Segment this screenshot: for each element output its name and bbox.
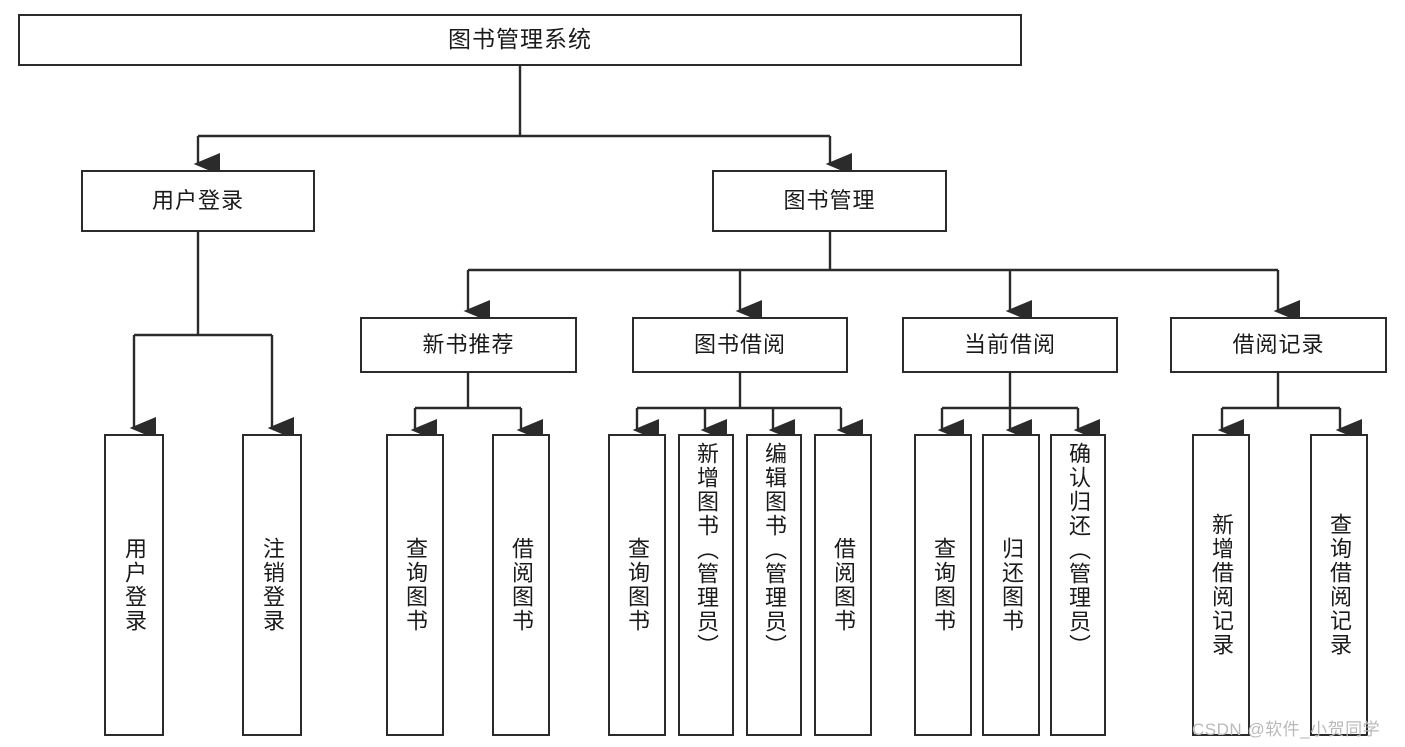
node-leaf-user-login[interactable]: 用户登录 bbox=[104, 434, 164, 736]
node-leaf-cur-query[interactable]: 查询图书 bbox=[914, 434, 972, 736]
node-label: 用户登录 bbox=[151, 187, 244, 213]
node-leaf-borrow-add[interactable]: 新增图书（管理员） bbox=[678, 434, 734, 736]
node-label: 编辑图书（管理员） bbox=[762, 442, 787, 658]
node-new-book-rec[interactable]: 新书推荐 bbox=[360, 317, 577, 373]
node-label: 查询图书 bbox=[625, 537, 650, 633]
node-leaf-borrow-query[interactable]: 查询图书 bbox=[608, 434, 666, 736]
node-label: 查询图书 bbox=[931, 537, 956, 633]
node-root[interactable]: 图书管理系统 bbox=[18, 14, 1022, 66]
node-label: 新增图书（管理员） bbox=[694, 442, 719, 658]
node-leaf-cur-return[interactable]: 归还图书 bbox=[982, 434, 1040, 736]
node-label: 当前借阅 bbox=[963, 331, 1056, 357]
node-label: 图书管理系统 bbox=[448, 26, 592, 53]
node-label: 图书借阅 bbox=[693, 331, 786, 357]
node-label: 用户登录 bbox=[122, 537, 147, 633]
node-leaf-cur-confirm[interactable]: 确认归还（管理员） bbox=[1050, 434, 1106, 736]
node-borrow-record[interactable]: 借阅记录 bbox=[1170, 317, 1387, 373]
node-leaf-user-logout[interactable]: 注销登录 bbox=[242, 434, 302, 736]
node-label: 借阅图书 bbox=[831, 537, 856, 633]
node-book-manage[interactable]: 图书管理 bbox=[712, 170, 947, 232]
node-leaf-rec-query2[interactable]: 查询借阅记录 bbox=[1310, 434, 1368, 736]
node-label: 新书推荐 bbox=[422, 331, 515, 357]
node-leaf-rec-borrow[interactable]: 借阅图书 bbox=[492, 434, 550, 736]
node-label: 注销登录 bbox=[260, 537, 285, 633]
node-current-borrow[interactable]: 当前借阅 bbox=[902, 317, 1118, 373]
node-label: 借阅记录 bbox=[1232, 331, 1325, 357]
node-label: 借阅图书 bbox=[509, 537, 534, 633]
node-leaf-rec-add[interactable]: 新增借阅记录 bbox=[1192, 434, 1250, 736]
node-book-borrow[interactable]: 图书借阅 bbox=[632, 317, 848, 373]
node-leaf-rec-query[interactable]: 查询图书 bbox=[386, 434, 444, 736]
node-leaf-borrow-do[interactable]: 借阅图书 bbox=[814, 434, 872, 736]
node-user-login[interactable]: 用户登录 bbox=[81, 170, 315, 232]
csdn-watermark: CSDN @软件_小贺同学 bbox=[1192, 720, 1381, 739]
node-label: 查询图书 bbox=[403, 537, 428, 633]
node-label: 确认归还（管理员） bbox=[1066, 442, 1091, 658]
node-label: 查询借阅记录 bbox=[1327, 513, 1352, 657]
node-label: 归还图书 bbox=[999, 537, 1024, 633]
node-leaf-borrow-edit[interactable]: 编辑图书（管理员） bbox=[746, 434, 802, 736]
node-label: 新增借阅记录 bbox=[1209, 513, 1234, 657]
node-label: 图书管理 bbox=[783, 187, 876, 213]
